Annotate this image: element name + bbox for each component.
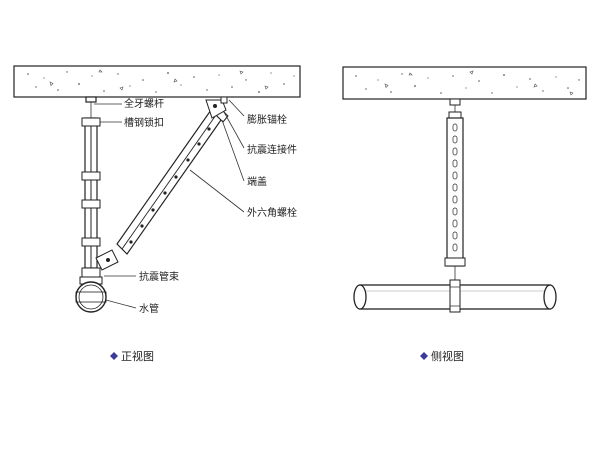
rod-top-anchor (85, 96, 97, 103)
side-concrete-slab (342, 66, 587, 100)
label-seismic-connector: 抗震连接件 (247, 143, 297, 156)
top-seismic-connector (205, 96, 228, 119)
side-vertical-channel (444, 117, 466, 267)
front-view: 全牙螺杆 槽钢锁扣 膨胀锚栓 抗震连接件 端盖 外六角螺栓 抗震管束 水管 正视… (13, 65, 301, 363)
side-top-anchor (448, 98, 462, 119)
front-view-labels: 全牙螺杆 槽钢锁扣 膨胀锚栓 抗震连接件 端盖 外六角螺栓 抗震管束 水管 (124, 97, 297, 315)
label-end-cap: 端盖 (247, 175, 267, 188)
front-concrete-slab (13, 65, 301, 98)
label-water-pipe: 水管 (139, 302, 159, 315)
side-view: 侧视图 (342, 66, 587, 363)
diamond-bullet-icon (420, 352, 428, 360)
side-view-caption: 侧视图 (420, 349, 464, 363)
label-seismic-pipe-clamp: 抗震管束 (139, 270, 179, 283)
diamond-bullet-icon (110, 352, 118, 360)
side-pipe-clamp (449, 279, 461, 313)
label-expansion-anchor: 膨胀锚栓 (247, 113, 287, 126)
brace-bottom-connector (95, 249, 119, 271)
label-channel-lock: 槽钢锁扣 (124, 116, 164, 129)
label-full-thread-rod: 全牙螺杆 (124, 97, 164, 110)
front-view-caption-text: 正视图 (121, 349, 154, 363)
front-leader-lines (94, 99, 245, 309)
front-view-caption: 正视图 (110, 349, 154, 363)
label-hex-bolt: 外六角螺栓 (247, 206, 297, 219)
front-pipe-clamp (75, 267, 107, 313)
side-view-caption-text: 侧视图 (431, 349, 464, 363)
front-vertical-channel (81, 117, 101, 269)
